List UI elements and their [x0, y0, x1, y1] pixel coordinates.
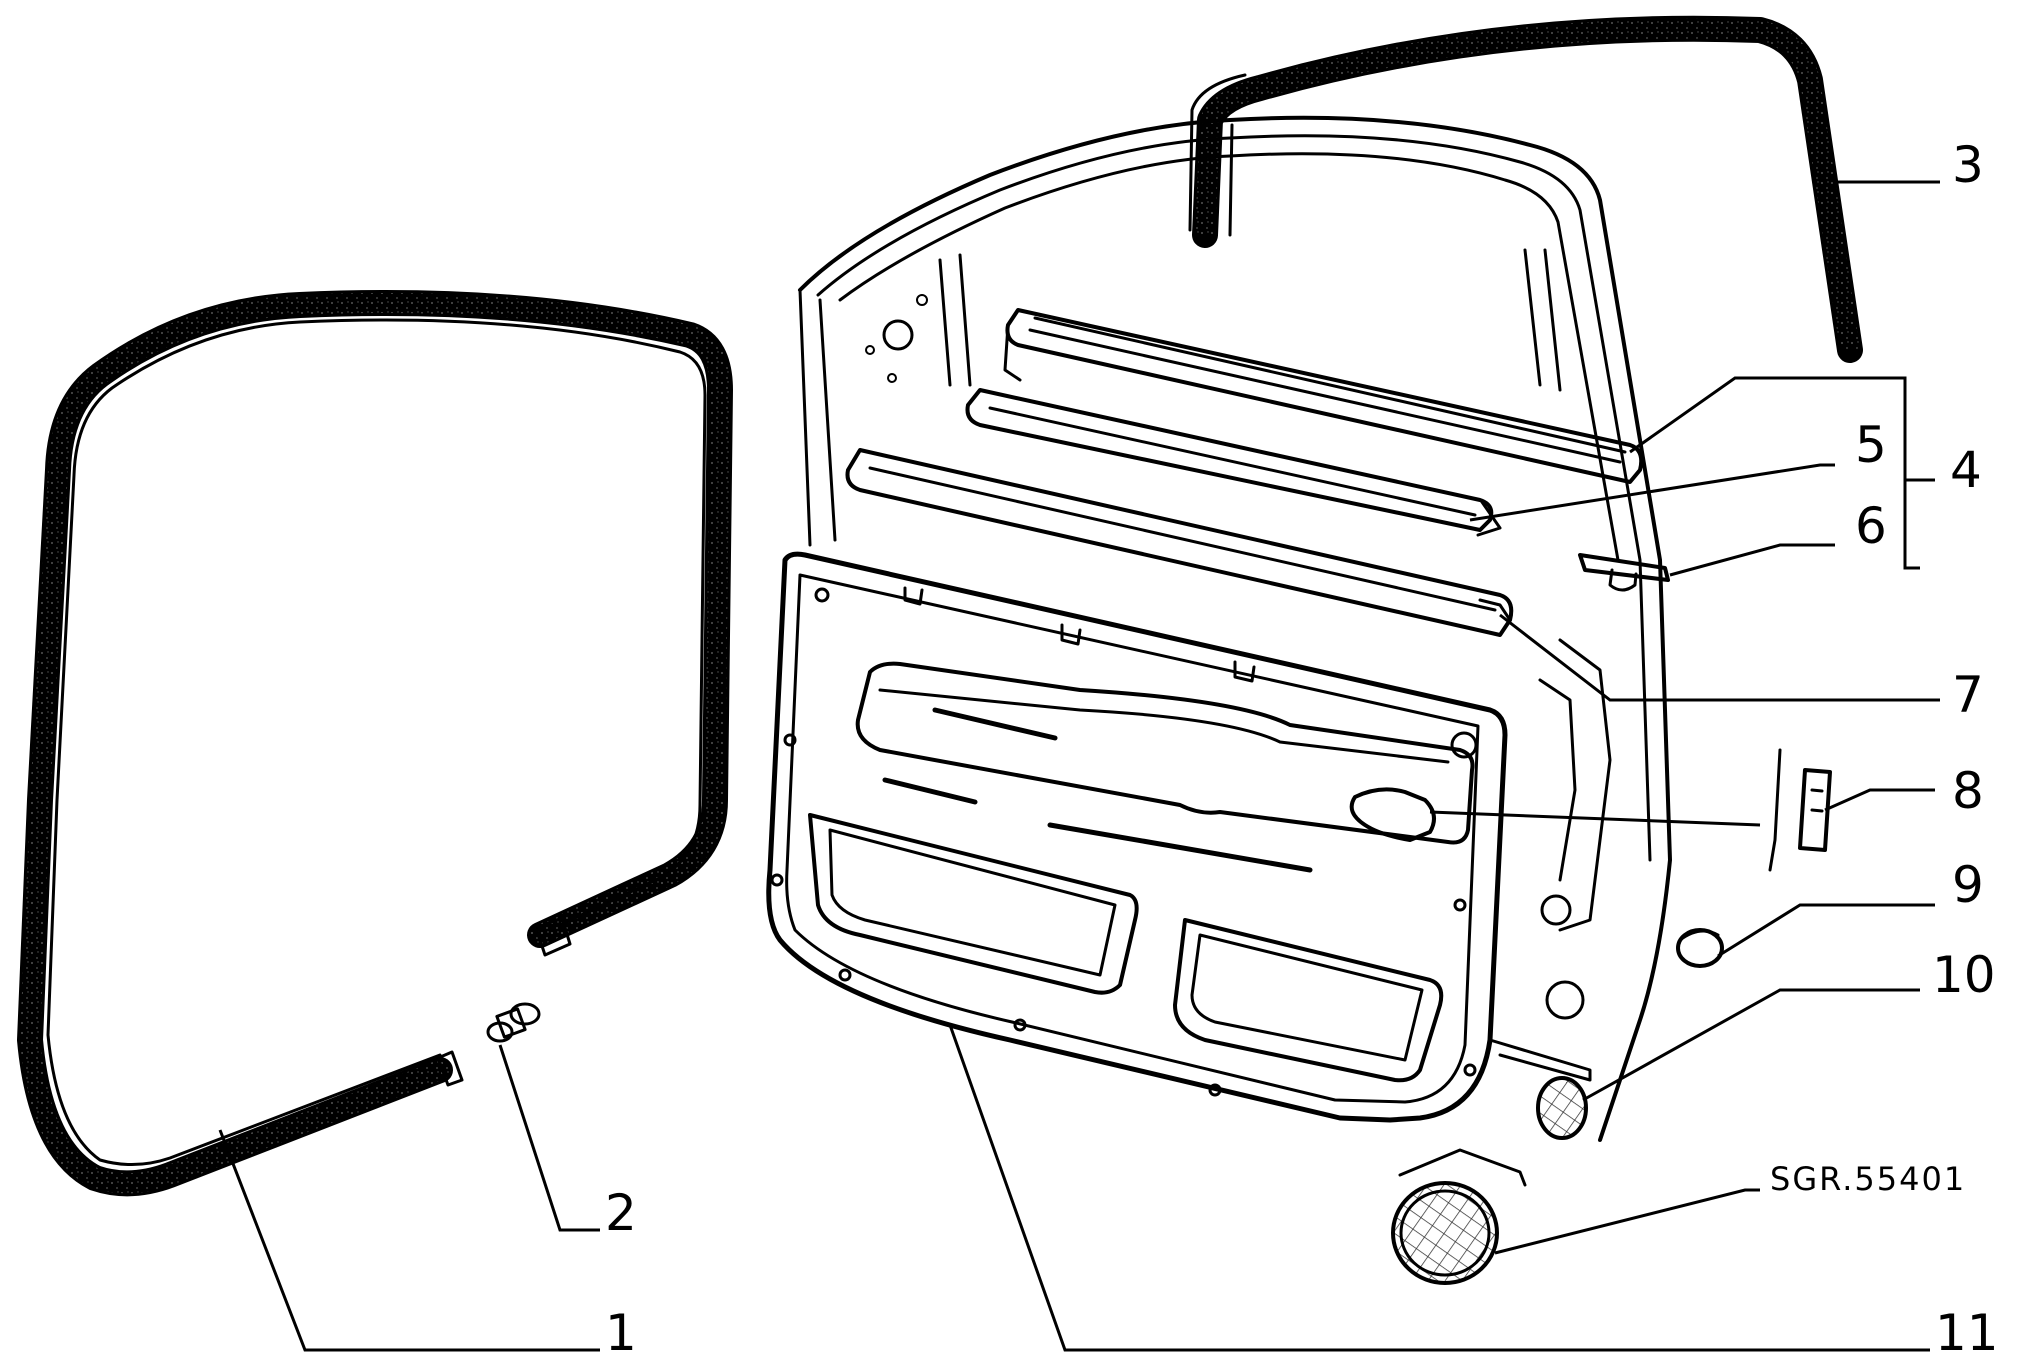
- callout-3: 3: [1952, 136, 1984, 194]
- callout-6: 6: [1855, 497, 1887, 555]
- speaker-grille-large: [1391, 1148, 1527, 1285]
- body-plug: [1676, 928, 1724, 968]
- retaining-pin: [486, 1002, 541, 1043]
- door-shell: [798, 115, 1672, 1142]
- callout-11: 11: [1935, 1304, 1999, 1355]
- handle-bezel: [1768, 748, 1832, 872]
- window-channel-seal: [1188, 15, 1863, 363]
- callout-7: 7: [1952, 666, 1984, 724]
- callout-2: 2: [605, 1184, 637, 1242]
- callout-9: 9: [1952, 856, 1984, 914]
- callout-labels: 1 2 3 4 5 6 7 8 9 10 11 SGR.55401: [605, 136, 1999, 1355]
- inner-belt-seal: [965, 388, 1502, 537]
- leader-lines: [218, 180, 1940, 1352]
- drawing-code: SGR.55401: [1770, 1160, 1966, 1198]
- lower-belt-seal: [845, 448, 1514, 637]
- callout-4: 4: [1950, 441, 1982, 499]
- outer-belt-moulding: [1003, 308, 1644, 484]
- speaker-grille-small: [1536, 1076, 1588, 1140]
- window-clip: [1578, 553, 1670, 592]
- callout-1: 1: [605, 1304, 637, 1355]
- callout-5: 5: [1855, 416, 1887, 474]
- door-trim-panel: [766, 551, 1508, 1123]
- callout-8: 8: [1952, 762, 1984, 820]
- door-seal-weatherstrip: [17, 290, 733, 1197]
- callout-10: 10: [1932, 946, 1996, 1004]
